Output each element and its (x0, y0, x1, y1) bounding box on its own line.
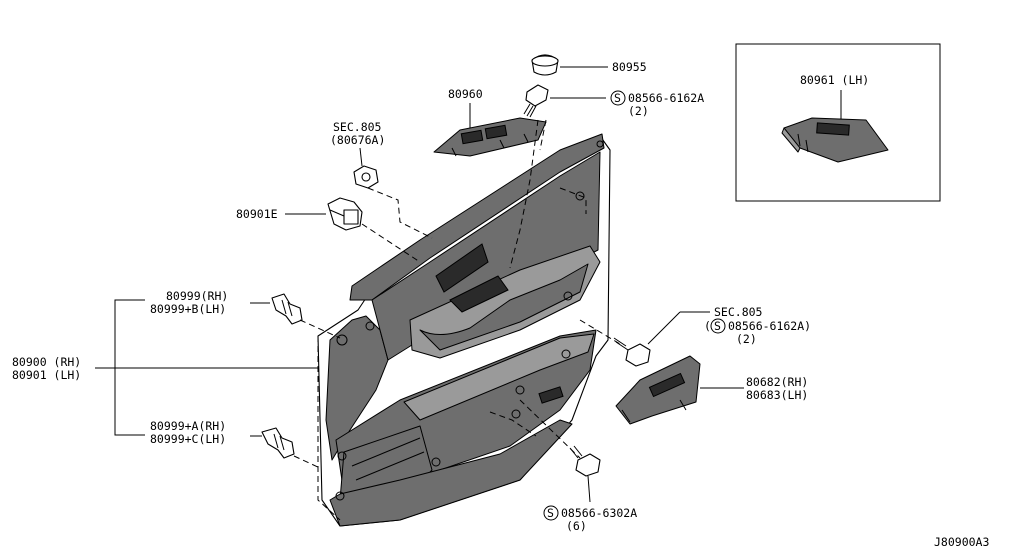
bracket-lines (95, 299, 318, 437)
label-screw-bot-b: (6) (566, 519, 587, 533)
label-80682: 80682(RH) (746, 375, 808, 389)
label-80901e: 80901E (236, 207, 278, 221)
label-clip-upper-rh: 80999(RH) (166, 289, 228, 303)
clip-80901e (327, 197, 363, 231)
label-clip-lower-lh: 80999+C(LH) (150, 432, 226, 446)
label-screw-top-a: 08566-6162A (628, 91, 704, 105)
switch-finisher-80682 (615, 355, 701, 425)
label-clip-upper-lh: 80999+B(LH) (150, 302, 226, 316)
assembly-lines (293, 119, 621, 521)
label-trim-lh: 80901 (LH) (12, 368, 81, 382)
cap-80955 (531, 54, 608, 76)
door-trim-panel (317, 133, 611, 527)
label-clip-lower-rh: 80999+A(RH) (150, 419, 226, 433)
switch-finisher-lh (781, 117, 889, 163)
clip-80676a (353, 165, 379, 189)
screw-mid (613, 337, 651, 367)
s-mark-bottom: S (543, 505, 559, 521)
ref-code: J80900A3 (934, 535, 989, 549)
screw-bottom (569, 445, 601, 503)
label-screw-mid-a: 08566-6162A) (728, 319, 811, 333)
label-80955: 80955 (612, 60, 647, 74)
svg-text:S: S (614, 91, 621, 105)
label-screw-bot-a: 08566-6302A (561, 506, 637, 520)
inset-frame (735, 43, 941, 202)
label-80961: 80961 (LH) (800, 73, 869, 87)
svg-text:S: S (547, 506, 554, 520)
clip-80999-lower (261, 427, 295, 459)
label-paren-open: ( (704, 319, 711, 333)
s-mark-top: S (610, 90, 626, 106)
inset-box: 80961 (LH) (735, 43, 941, 202)
label-screw-top-b: (2) (628, 104, 649, 118)
label-sec805-top-a: SEC.805 (333, 120, 381, 134)
s-mark-mid: S (710, 318, 726, 334)
label-80960: 80960 (448, 87, 483, 101)
svg-text:S: S (714, 319, 721, 333)
label-80683: 80683(LH) (746, 388, 808, 402)
clip-80999-upper (271, 293, 303, 325)
label-sec805-top-b: (80676A) (330, 133, 385, 147)
label-sec805-mid: SEC.805 (714, 305, 762, 319)
label-trim-rh: 80900 (RH) (12, 355, 81, 369)
screw-top (523, 84, 606, 118)
label-screw-mid-b: (2) (736, 332, 757, 346)
switch-finisher-80960 (433, 117, 547, 157)
